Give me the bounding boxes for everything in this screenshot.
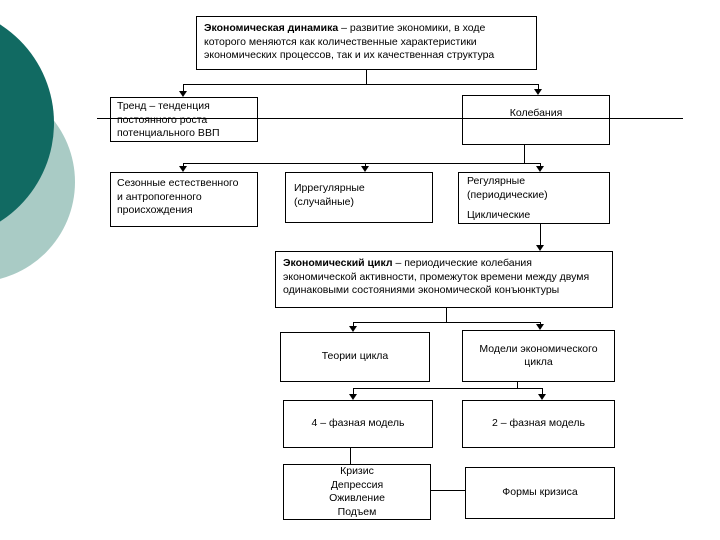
definition-text: – периодические колебания экономической … [283,257,590,296]
node-cycle-phases: Кризис Депрессия Оживление Подъем [283,464,431,520]
node-economic-dynamics-definition: Экономическая динамика – развитие эконом… [196,16,537,70]
connector-cycle-down [446,308,447,322]
definition-term: Экономический цикл [283,257,393,269]
node-label: 4 – фазная модель [311,417,405,430]
node-label: Формы кризиса [502,486,578,499]
node-2-phase-model: 2 – фазная модель [462,400,615,448]
connector-branch-row3 [183,163,540,164]
connector-to-2phase [542,388,543,395]
node-seasonal: Сезонные естественного и антропогенного … [110,172,258,227]
node-label: Сезонные естественного и антропогенного … [117,177,239,216]
connector-to-4phase [353,388,354,395]
arrow-down-icon [536,324,544,330]
node-label: Тренд – тенденция постоянного роста поте… [117,100,220,139]
node-cycle-theories: Теории цикла [280,332,430,382]
connector-to-fluctuations [538,84,539,90]
node-label: 2 – фазная модель [492,417,585,430]
definition-text: – развитие экономики, в ходе которого ме… [204,22,495,61]
connector-to-models [540,322,541,325]
connector-regular-to-cycle [540,223,541,246]
node-sublabel: Циклические [467,209,531,221]
connector-branch-row5 [353,322,541,323]
connector-branch-row6 [353,388,543,389]
arrow-down-icon [179,166,187,172]
node-crisis-forms: Формы кризиса [465,467,615,519]
node-trend: Тренд – тенденция постоянного роста поте… [110,97,258,142]
connector-to-regular [540,163,541,167]
trend-axis-line [97,118,683,119]
node-4-phase-model: 4 – фазная модель [283,400,433,448]
node-regular-cyclical: Регулярные (периодические) Циклические [458,172,610,224]
arrow-down-icon [536,245,544,251]
node-economic-cycle-definition: Экономический цикл – периодические колеб… [275,251,613,308]
node-label: Колебания [509,107,563,119]
node-label: Иррегулярные (случайные) [294,182,365,208]
connector-to-theories [353,322,354,327]
connector-4phase-to-phases [350,448,351,464]
node-label: Модели экономического цикла [479,342,598,369]
connector-to-irregular [365,163,366,167]
node-label: Теории цикла [321,350,389,363]
arrow-down-icon [538,394,546,400]
node-cycle-models: Модели экономического цикла [462,330,615,382]
connector-branch-row2 [183,84,539,85]
arrow-down-icon [349,394,357,400]
connector-to-seasonal [183,163,184,167]
connector-phases-to-crisisforms [431,490,465,491]
node-irregular: Иррегулярные (случайные) [285,172,433,223]
node-label: Регулярные (периодические) [467,175,548,201]
arrow-down-icon [361,166,369,172]
node-fluctuations: Колебания [462,95,610,145]
connector-to-trend [183,84,184,92]
connector-topdef-down [366,70,367,84]
arrow-down-icon [534,89,542,95]
connector-fluctuations-down [524,145,525,163]
arrow-down-icon [536,166,544,172]
node-label: Кризис Депрессия Оживление Подъем [329,465,385,518]
connector-models-down [517,382,518,389]
arrow-down-icon [179,91,187,97]
definition-term: Экономическая динамика [204,22,339,34]
arrow-down-icon [349,326,357,332]
